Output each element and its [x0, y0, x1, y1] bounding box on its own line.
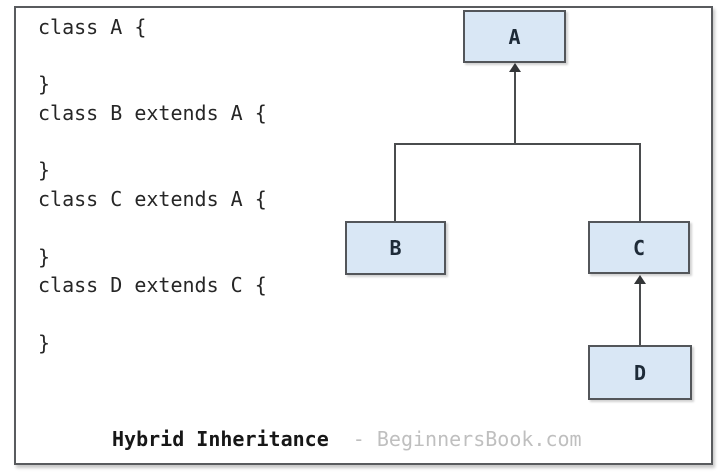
node-label: C — [632, 235, 646, 260]
code-line: } — [38, 330, 51, 355]
arrowhead-up-icon — [509, 63, 521, 72]
node-class-a: A — [463, 10, 566, 63]
node-class-d: D — [588, 345, 692, 400]
caption-title: Hybrid Inheritance — [112, 427, 329, 451]
node-label: A — [508, 24, 521, 49]
connector-horizontal-bar — [394, 143, 641, 145]
code-line: class B extends A { — [38, 101, 267, 126]
code-line: } — [38, 72, 51, 97]
caption-source: - BeginnersBook.com — [352, 427, 582, 451]
code-line: class A { — [38, 15, 147, 39]
arrowhead-up-icon — [634, 275, 646, 284]
caption: Hybrid Inheritance - BeginnersBook.com — [112, 427, 582, 451]
code-line: } — [38, 158, 51, 183]
code-line: class C extends A { — [38, 187, 267, 212]
code-line — [38, 300, 267, 329]
connector-c-drop — [639, 145, 641, 221]
code-line: class D extends C { — [38, 273, 267, 298]
code-block: class A { } class B extends A { } class … — [38, 13, 267, 357]
node-class-c: C — [588, 221, 690, 274]
connector-d-to-c-stem — [639, 282, 641, 345]
connector-b-drop — [394, 145, 396, 221]
node-label: D — [633, 360, 647, 385]
code-line — [38, 214, 267, 243]
code-line: } — [38, 244, 51, 269]
node-class-b: B — [345, 221, 446, 275]
code-line — [38, 42, 267, 71]
connector-bc-to-a-stem — [514, 71, 516, 145]
code-line — [38, 128, 267, 157]
node-label: B — [389, 236, 402, 260]
